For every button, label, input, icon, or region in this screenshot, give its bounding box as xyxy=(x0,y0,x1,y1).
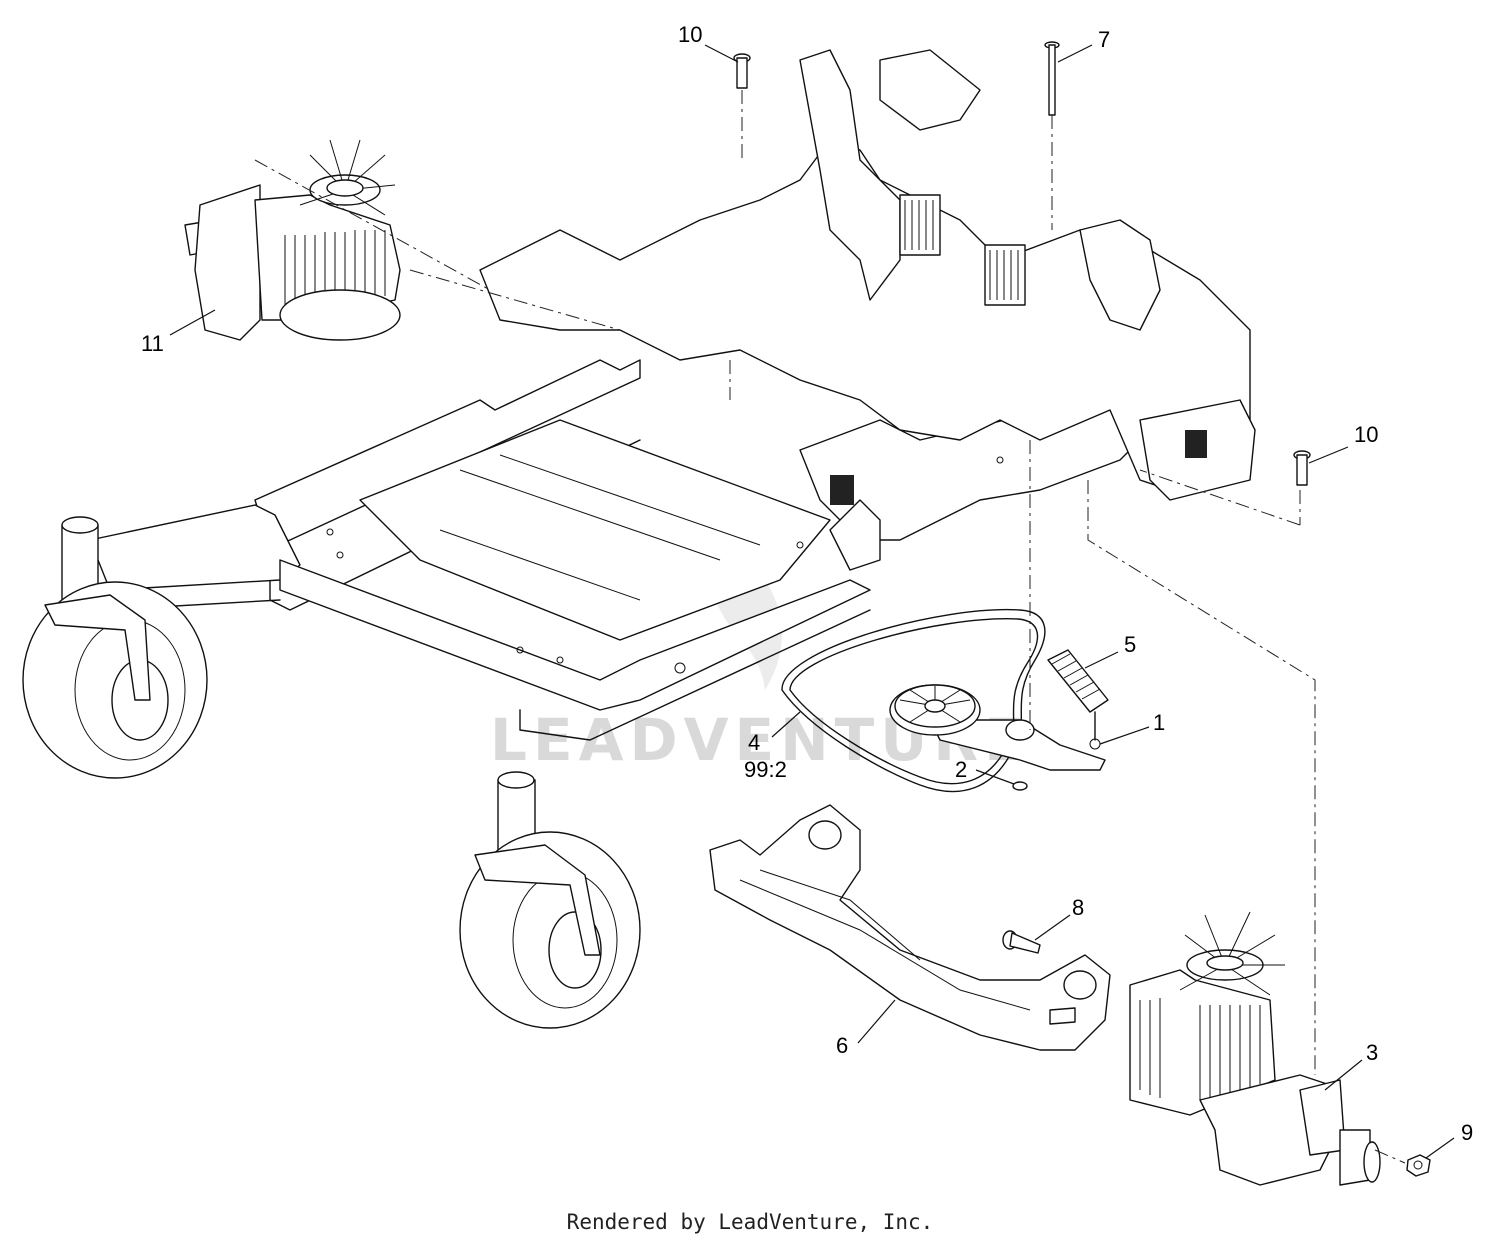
bolt-part-10-right xyxy=(1293,450,1311,486)
callout-4: 4 xyxy=(748,730,760,755)
rear-left-caster-wheel xyxy=(459,771,641,1029)
render-credit-footer: Rendered by LeadVenture, Inc. xyxy=(566,1210,934,1234)
assembly-center-lines xyxy=(254,90,1406,1164)
callout-1: 1 xyxy=(1153,710,1165,735)
washer-part-2 xyxy=(1012,781,1028,791)
bolt-part-10-upper xyxy=(733,53,751,89)
callout-8: 8 xyxy=(1072,895,1084,920)
callout-6: 6 xyxy=(836,1033,848,1058)
callout-3: 3 xyxy=(1366,1040,1378,1065)
callout-leaders xyxy=(169,44,1455,1159)
callout-9: 9 xyxy=(1461,1120,1473,1145)
mower-frame xyxy=(89,49,1256,741)
left-transaxle-part-11 xyxy=(184,139,401,341)
bolt-part-7 xyxy=(1044,41,1060,116)
drive-belt-part-4 xyxy=(781,608,1046,793)
callout-7: 7 xyxy=(1098,27,1110,52)
bolt-part-8 xyxy=(1002,930,1041,954)
idler-arm-part-1 xyxy=(929,719,1106,771)
callout-2: 2 xyxy=(955,757,967,782)
pump-mount-bracket-part-6 xyxy=(709,804,1111,1051)
callout-4-quantity: 99:2 xyxy=(744,757,787,782)
callout-10-right: 10 xyxy=(1354,422,1378,447)
right-transaxle-part-3 xyxy=(1129,911,1381,1186)
callout-11: 11 xyxy=(141,331,164,356)
extension-spring-part-5 xyxy=(1047,649,1109,750)
nut-part-9 xyxy=(1406,1154,1431,1177)
callout-5: 5 xyxy=(1124,632,1136,657)
idler-pulley xyxy=(889,684,981,736)
callout-10-upper: 10 xyxy=(678,22,702,47)
front-left-caster-wheel xyxy=(22,516,208,779)
